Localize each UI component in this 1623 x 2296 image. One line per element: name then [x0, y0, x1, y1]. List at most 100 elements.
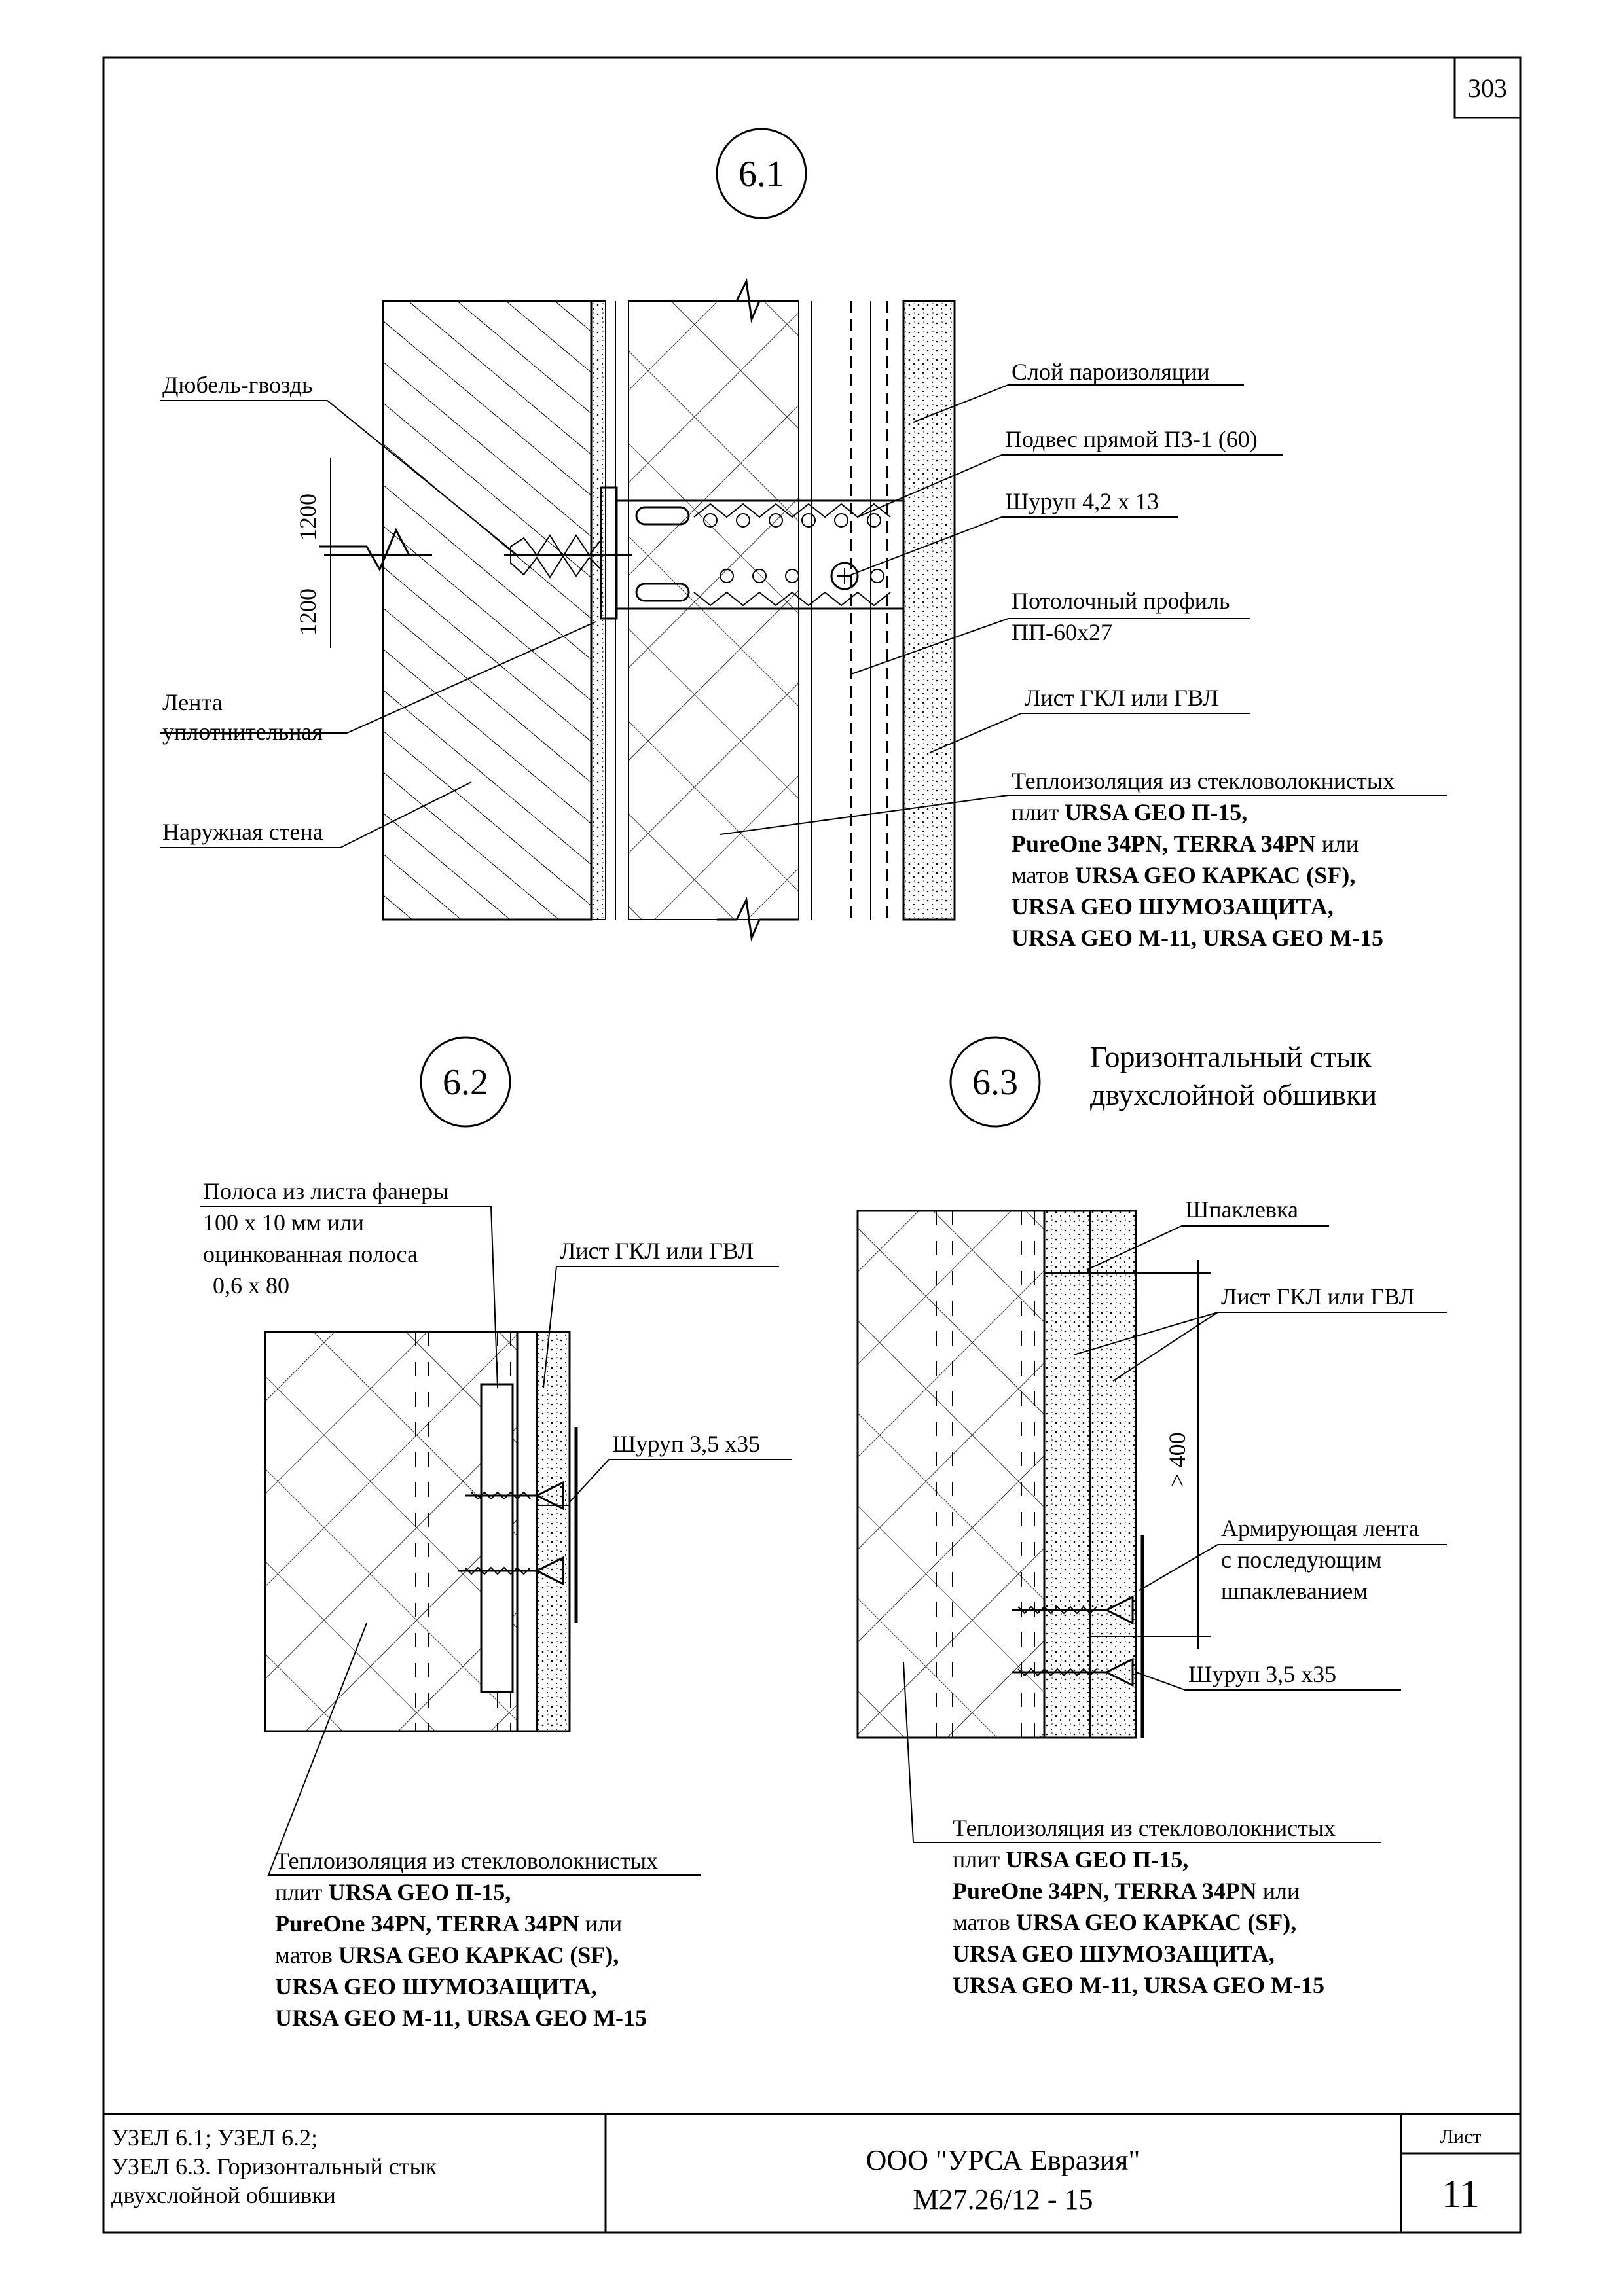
gypsum-board-6-2-b [536, 1331, 571, 1732]
label-profile-2: ПП-60х27 [1012, 619, 1112, 645]
sheet-frame [102, 56, 1522, 2234]
node-text-2: УЗЕЛ 6.3. Горизонтальный стык [111, 2153, 437, 2179]
insulation-line: URSA GEO M-11, URSA GEO M-15 [275, 2005, 647, 2031]
insulation-text-6-1: Теплоизоляция из стекловолокнистых плит U… [1012, 768, 1395, 951]
label-tape-3: шпаклеванием [1221, 1578, 1368, 1604]
insulation-6-3 [856, 1210, 1046, 1739]
label-hanger: Подвес прямой ПЗ-1 (60) [1005, 426, 1258, 452]
doc-code: М27.26/12 - 15 [913, 2183, 1093, 2215]
hanger-slot-2 [635, 583, 690, 602]
dowel-nail [510, 534, 602, 579]
node-6-1: 6.1 [160, 128, 1447, 951]
marker-6-1-circle [716, 128, 807, 219]
hanger-holes [703, 513, 884, 583]
insulation-line: Теплоизоляция из стекловолокнистых [275, 1848, 658, 1874]
insulation-line: плит URSA GEO П-15, [1012, 799, 1247, 825]
marker-6-2-circle [420, 1036, 511, 1128]
label-tape-2: с последующим [1221, 1547, 1382, 1573]
label-strip-1: Полоса из листа фанеры [203, 1178, 448, 1204]
marker-6-2: 6.2 [443, 1062, 488, 1103]
label-profile-1: Потолочный профиль [1012, 588, 1230, 614]
insulation-text-6-2: Теплоизоляция из стекловолокнистых плит U… [275, 1848, 658, 2031]
insulation-line: PureOne 34PN, TERRA 34PN или [1012, 831, 1359, 857]
leader-screw-6-3 [1135, 1672, 1401, 1691]
hanger-slot-1 [635, 506, 690, 526]
leader-screw [847, 516, 1178, 577]
node-6-3: 6.3 Горизонтальный стык двухслойной обши… [856, 1036, 1447, 1998]
leader-tape [1139, 1544, 1447, 1591]
label-dowel: Дюбель-гвоздь [162, 372, 312, 398]
title-6-3-2: двухслойной обшивки [1090, 1078, 1377, 1111]
label-strip-3: оцинкованная полоса [203, 1241, 418, 1267]
insulation-line: Теплоизоляция из стекловолокнистых [1012, 768, 1395, 794]
page-number-box [1453, 56, 1522, 119]
board-outer-6-3 [1089, 1210, 1137, 1739]
label-wall: Наружная стена [162, 819, 323, 845]
label-strip-4: 0,6 х 80 [213, 1272, 289, 1299]
label-screw-6-2: Шуруп 3,5 х35 [612, 1431, 760, 1457]
leader-insulation-6-3 [903, 1662, 1381, 1843]
label-strip-2: 100 х 10 мм или [203, 1210, 364, 1236]
screw-6-3-b [1012, 1657, 1134, 1687]
break-top [717, 278, 799, 323]
insulation-line: матов URSA GEO КАРКАС (SF), [953, 1909, 1296, 1935]
hanger-body [615, 499, 905, 610]
label-sheet-6-1: Лист ГКЛ или ГВЛ [1025, 685, 1218, 711]
insulation-line: URSA GEO ШУМОЗАЩИТА, [953, 1941, 1275, 1967]
insulation-line: PureOne 34PN, TERRA 34PN или [953, 1878, 1300, 1904]
insulation-line: плит URSA GEO П-15, [275, 1879, 511, 1905]
page-number: 303 [1468, 73, 1507, 103]
leader-dowel [160, 400, 518, 556]
company-name: ООО "УРСА Евразия" [866, 2144, 1140, 2176]
insulation-line: URSA GEO M-11, URSA GEO M-15 [1012, 925, 1383, 951]
dim-6-3: > 400 [1164, 1432, 1190, 1486]
label-tape-1: Армирующая лента [1221, 1515, 1419, 1541]
title-6-3-1: Горизонтальный стык [1090, 1040, 1372, 1073]
outer-wall [382, 300, 593, 921]
marker-6-1: 6.1 [739, 154, 784, 194]
marker-6-3: 6.3 [972, 1062, 1018, 1103]
gypsum-board-6-1 [902, 300, 956, 921]
leader-wall [160, 781, 472, 848]
marker-6-3-circle [949, 1036, 1041, 1128]
label-seal-1: Лента [162, 689, 223, 715]
label-sheet-6-2: Лист ГКЛ или ГВЛ [560, 1238, 754, 1264]
label-screw-6-1: Шуруп 4,2 х 13 [1005, 488, 1159, 514]
seal-layer [591, 300, 606, 920]
insulation-line: URSA GEO ШУМОЗАЩИТА, [275, 1973, 597, 2000]
leader-screw-6-2 [569, 1459, 792, 1503]
hanger-teeth-bottom [693, 591, 891, 607]
leader-hanger [857, 454, 1283, 518]
node-text-3: двухслойной обшивки [111, 2182, 336, 2208]
board-inner-6-3 [1043, 1210, 1091, 1739]
sheet-label: Лист [1440, 2126, 1482, 2147]
insulation-line: URSA GEO ШУМОЗАЩИТА, [1012, 893, 1334, 920]
insulation-line: PureOne 34PN, TERRA 34PN или [275, 1910, 622, 1937]
screw-6-2-b [458, 1556, 564, 1586]
insulation-6-1 [628, 300, 799, 920]
insulation-line: матов URSA GEO КАРКАС (SF), [1012, 862, 1355, 888]
leader-sheet [929, 713, 1250, 753]
leader-profile [850, 618, 1250, 675]
leader-seal [160, 621, 596, 734]
label-vapor: Слой пароизоляции [1012, 359, 1210, 385]
insulation-line: матов URSA GEO КАРКАС (SF), [275, 1942, 619, 1968]
insulation-line: плит URSA GEO П-15, [953, 1846, 1188, 1873]
sheet-number: 11 [1442, 2172, 1480, 2215]
leader-sheet-6-2 [543, 1266, 779, 1388]
leader-insulation-6-2 [267, 1623, 701, 1876]
title-block: УЗЕЛ 6.1; УЗЕЛ 6.2; УЗЕЛ 6.3. Горизонтал… [103, 2113, 1520, 2233]
dim-top-6-1: 1200 [295, 493, 321, 541]
screw-6-2-a [465, 1480, 564, 1511]
leader-putty [1086, 1225, 1329, 1270]
label-putty: Шпаклевка [1185, 1196, 1298, 1223]
leader-strip [200, 1206, 498, 1388]
label-screw-6-3: Шуруп 3,5 х35 [1188, 1661, 1336, 1687]
insulation-line: URSA GEO M-11, URSA GEO M-15 [953, 1972, 1324, 1998]
gypsum-board-6-2-a [516, 1331, 538, 1732]
insulation-6-2 [264, 1331, 519, 1732]
label-sheet-6-3: Лист ГКЛ или ГВЛ [1221, 1283, 1415, 1310]
leader-vapor [913, 384, 1244, 423]
